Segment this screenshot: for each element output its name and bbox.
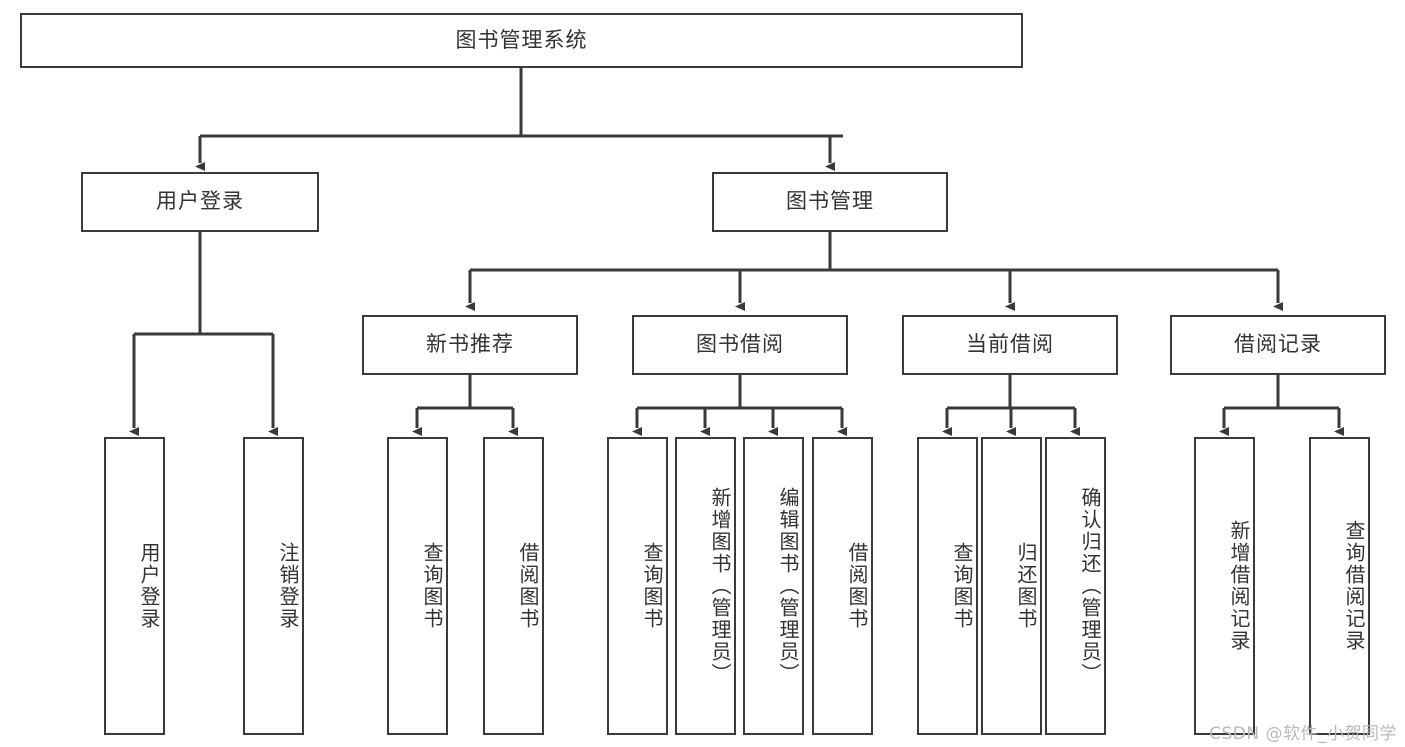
node-book-borrow-label: 图书借阅 [696,332,784,357]
leaf-user-login-logout[interactable]: 注销登录 [243,437,304,735]
node-borrow-record-label: 借阅记录 [1234,332,1322,357]
leaf-label: 借阅图书 [516,542,540,630]
node-borrow-record[interactable]: 借阅记录 [1170,315,1386,375]
node-new-book-recommend[interactable]: 新书推荐 [362,315,578,375]
node-book-management[interactable]: 图书管理 [712,172,948,232]
leaf-borrow-borrow-book[interactable]: 借阅图书 [812,437,873,735]
leaf-record-query[interactable]: 查询借阅记录 [1309,437,1370,735]
leaf-label: 注销登录 [276,542,300,630]
leaf-label: 新增借阅记录 [1227,520,1251,652]
leaf-current-confirm-return[interactable]: 确认归还（管理员） [1045,437,1106,735]
node-user-login[interactable]: 用户登录 [81,172,319,232]
leaf-label: 归还图书 [1014,542,1038,630]
node-new-book-recommend-label: 新书推荐 [426,332,514,357]
node-user-login-label: 用户登录 [156,189,244,214]
node-root[interactable]: 图书管理系统 [20,13,1023,68]
watermark: CSDN @软件_小贺同学 [1209,724,1397,744]
leaf-new-book-borrow[interactable]: 借阅图书 [483,437,544,735]
node-root-label: 图书管理系统 [455,27,588,52]
node-current-borrow[interactable]: 当前借阅 [902,315,1118,375]
leaf-user-login-login[interactable]: 用户登录 [104,437,165,735]
leaf-borrow-query-book[interactable]: 查询图书 [607,437,668,735]
leaf-borrow-add-book[interactable]: 新增图书（管理员） [675,437,736,735]
leaf-label: 查询图书 [420,542,444,630]
leaf-record-add[interactable]: 新增借阅记录 [1194,437,1255,735]
leaf-label: 借阅图书 [845,542,869,630]
leaf-current-return-book[interactable]: 归还图书 [981,437,1042,735]
node-book-management-label: 图书管理 [786,189,874,214]
leaf-borrow-edit-book[interactable]: 编辑图书（管理员） [743,437,804,735]
leaf-label: 用户登录 [137,542,161,630]
leaf-label: 新增图书（管理员） [708,487,732,685]
node-current-borrow-label: 当前借阅 [966,332,1054,357]
node-book-borrow[interactable]: 图书借阅 [632,315,848,375]
leaf-label: 确认归还（管理员） [1078,487,1102,685]
leaf-label: 查询图书 [950,542,974,630]
leaf-label: 查询借阅记录 [1342,520,1366,652]
leaf-current-query-book[interactable]: 查询图书 [917,437,978,735]
leaf-label: 编辑图书（管理员） [776,487,800,685]
leaf-label: 查询图书 [640,542,664,630]
leaf-new-book-query[interactable]: 查询图书 [387,437,448,735]
